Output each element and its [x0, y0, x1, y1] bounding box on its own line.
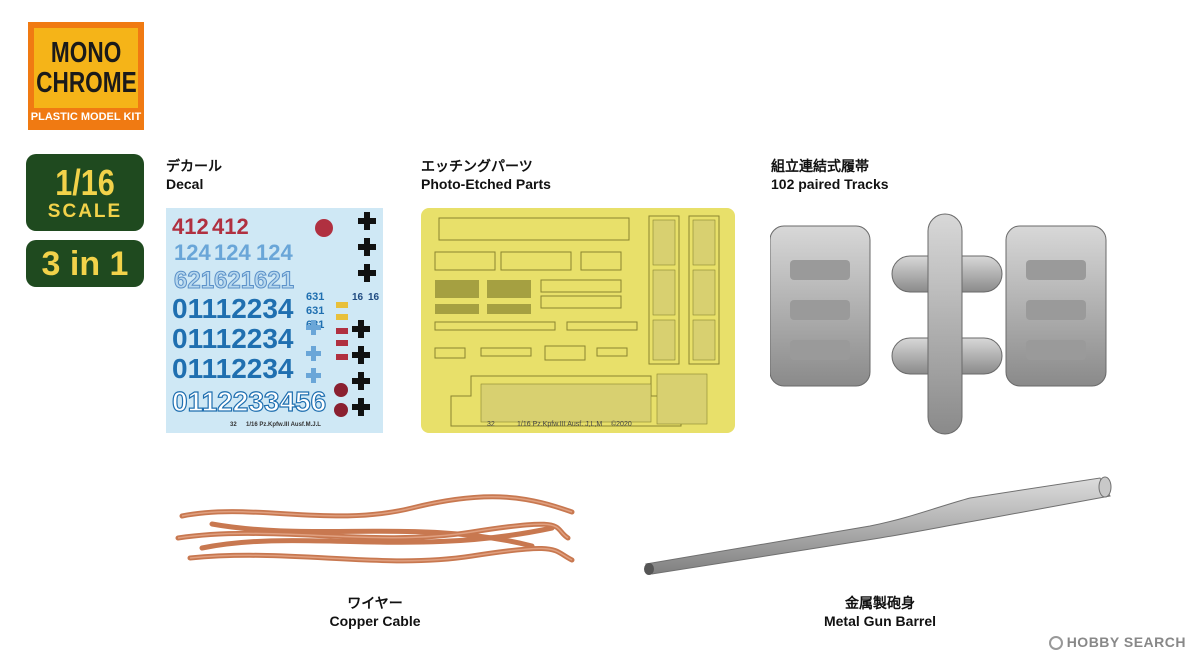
variant-badge: 3 in 1 — [26, 240, 144, 287]
scale-ratio: 1/16 — [55, 161, 115, 203]
logo-subtitle: PLASTIC MODEL KIT — [30, 111, 142, 123]
etched-label-en: Photo-Etched Parts — [421, 176, 551, 192]
decal-digits-2: 01112234 — [172, 323, 294, 354]
watermark: HOBBY SEARCH — [1048, 634, 1186, 650]
pe-sheet-art: 32 1/16 Pz.Kpfw.III Ausf. J,L,M ©2020 — [434, 215, 720, 428]
decal-412-a: 412 — [172, 214, 209, 239]
etched-label-jp: エッチングパーツ — [421, 158, 533, 174]
decal-631-a: 631 — [306, 291, 324, 303]
hobby-search-icon — [1048, 636, 1063, 650]
decal-124-b: 124 — [214, 240, 251, 265]
decal-footer: 1/16 Pz.Kpfw.III Ausf.M.J.L — [246, 422, 321, 428]
decal-412-b: 412 — [212, 214, 249, 239]
gun-barrel-art — [644, 476, 1112, 575]
watermark-text: HOBBY SEARCH — [1066, 634, 1186, 650]
cross-icon — [358, 212, 376, 230]
cross-icon — [358, 264, 376, 282]
decal-621-a: 621 — [174, 267, 214, 294]
barrel-label-jp: 金属製砲身 — [845, 595, 915, 611]
decal-16-b: 16 — [368, 292, 380, 303]
cable-label: ワイヤー Copper Cable — [300, 594, 450, 630]
decal-sheet-art: 412 412 124 124 124 621 621 621 01112234… — [171, 212, 380, 428]
tracks-art — [769, 213, 1107, 435]
cross-icon — [352, 372, 370, 390]
cross-icon — [306, 346, 321, 361]
gun-barrel-image — [640, 466, 1120, 586]
tracks-label-en: 102 paired Tracks — [771, 176, 889, 192]
decal-124-a: 124 — [174, 240, 211, 265]
decal-label-en: Decal — [166, 176, 204, 192]
decal-sheet: 412 412 124 124 124 621 621 621 01112234… — [166, 208, 383, 433]
decal-621-c: 621 — [254, 267, 294, 294]
decal-digits-1: 01112234 — [172, 293, 294, 324]
monochrome-logo: MONO CHROME PLASTIC MODEL KIT — [28, 22, 144, 130]
decal-124-c: 124 — [256, 240, 293, 265]
pe-text: 1/16 Pz.Kpfw.III Ausf. J,L,M — [517, 421, 602, 428]
shield-icon — [334, 403, 348, 417]
barrel-label: 金属製砲身 Metal Gun Barrel — [800, 594, 960, 630]
cross-icon — [352, 320, 370, 338]
barrel-label-en: Metal Gun Barrel — [823, 613, 937, 629]
shield-icon — [334, 383, 348, 397]
cross-icon — [306, 368, 321, 383]
cable-label-en: Copper Cable — [329, 613, 421, 629]
decal-631-b: 631 — [306, 305, 324, 317]
decal-label: デカール Decal — [166, 157, 222, 193]
tracks-image — [769, 200, 1116, 438]
logo-line-2: CHROME — [35, 67, 137, 99]
tracks-label: 組立連結式履帯 102 paired Tracks — [771, 157, 889, 193]
tracks-label-jp: 組立連結式履帯 — [771, 158, 869, 174]
copper-cable-art — [175, 494, 575, 564]
emblem-icon — [315, 219, 333, 237]
decal-621-b: 621 — [214, 267, 254, 294]
decal-footer-num: 32 — [230, 422, 237, 428]
decal-digits-3: 01112234 — [172, 353, 294, 384]
decal-label-jp: デカール — [166, 158, 222, 174]
logo-line-1: MONO — [50, 37, 122, 69]
cable-label-jp: ワイヤー — [347, 595, 403, 611]
cross-icon — [306, 320, 321, 335]
cross-icon — [352, 398, 370, 416]
cross-icon — [358, 238, 376, 256]
decal-digits-bottom: 0112233456 — [172, 386, 326, 417]
variant-text: 3 in 1 — [41, 244, 129, 283]
cross-icon — [352, 346, 370, 364]
scale-word: SCALE — [47, 200, 123, 222]
scale-badge: 1/16 SCALE — [26, 154, 144, 231]
photo-etched-sheet: 32 1/16 Pz.Kpfw.III Ausf. J,L,M ©2020 — [421, 208, 735, 433]
decal-16-a: 16 — [352, 292, 364, 303]
pe-copyright: ©2020 — [611, 420, 632, 428]
etched-label: エッチングパーツ Photo-Etched Parts — [421, 157, 551, 193]
copper-cable-image — [172, 488, 580, 578]
pe-num: 32 — [487, 421, 495, 428]
logo-box: MONO CHROME — [34, 28, 138, 108]
